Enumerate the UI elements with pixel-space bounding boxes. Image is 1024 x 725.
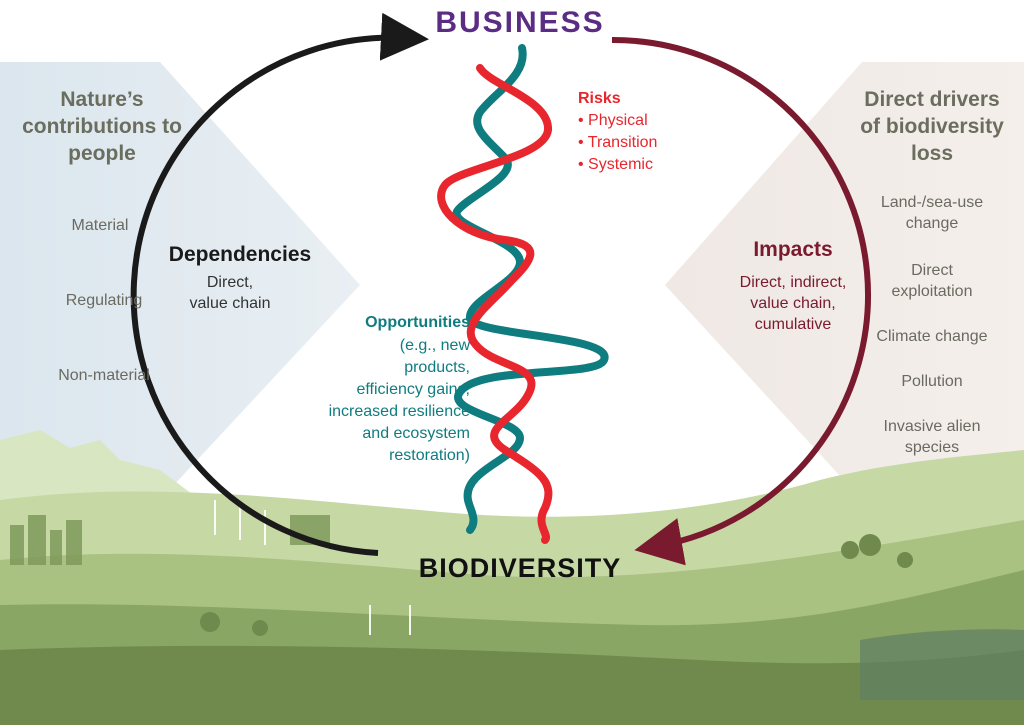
risk-physical: • Physical: [578, 112, 648, 129]
opportunities-subtitle: (e.g., new products, efficiency gains, i…: [250, 335, 470, 467]
dependencies-line: value chain: [189, 295, 271, 312]
impacts-title: Impacts: [753, 238, 833, 261]
helix-red-strand: [437, 64, 553, 544]
risk-transition: • Transition: [578, 134, 658, 151]
opportunities-line: (e.g., new: [399, 337, 470, 354]
left-panel-shape: [0, 62, 360, 500]
opportunities-line: increased resilience: [328, 403, 470, 420]
impacts-line: value chain,: [750, 295, 836, 312]
driver-line: Land-/sea-use: [880, 194, 984, 211]
water: [860, 629, 1024, 700]
driver-line: species: [904, 439, 960, 456]
heading-line: loss: [910, 142, 954, 165]
contribution-non-material: Non-material: [58, 367, 150, 384]
driver-line: change: [905, 215, 959, 232]
direct-drivers-heading: Direct drivers of biodiversity loss: [842, 86, 1022, 167]
helix-teal-strand: [452, 44, 609, 534]
biodiversity-label: BIODIVERSITY: [418, 553, 622, 583]
opportunities-line: restoration): [389, 447, 470, 464]
contribution-regulating: Regulating: [65, 292, 143, 309]
driver-land-sea-use: Land-/sea-use change: [852, 192, 1012, 234]
driver-climate-change: Climate change: [876, 328, 988, 345]
risks-title: Risks: [578, 90, 621, 107]
impact-arrow: [611, 36, 872, 566]
heading-line: people: [68, 142, 136, 165]
opportunities-line: efficiency gains,: [356, 381, 470, 398]
trees: [200, 534, 913, 636]
opportunities-line: and ecosystem: [362, 425, 470, 442]
driver-direct-exploitation: Direct exploitation: [852, 260, 1012, 302]
heading-line: Direct drivers: [864, 88, 1000, 111]
driver-line: Direct: [911, 262, 953, 279]
impacts-subtitle: Direct, indirect, value chain, cumulativ…: [718, 272, 868, 335]
driver-pollution: Pollution: [901, 373, 963, 390]
dependencies-line: Direct,: [206, 274, 254, 291]
land-bottom: [0, 645, 1024, 725]
contribution-material: Material: [71, 217, 129, 234]
dependencies-subtitle: Direct, value chain: [170, 272, 290, 314]
wind-turbines: [214, 500, 411, 635]
heading-line: Nature’s: [60, 88, 144, 111]
nature-contributions-heading: Nature’s contributions to people: [12, 86, 192, 167]
dependencies-title: Dependencies: [168, 243, 312, 266]
driver-line: Invasive alien: [883, 418, 981, 435]
city-silhouette: [10, 515, 330, 565]
impacts-line: cumulative: [754, 316, 832, 333]
risk-systemic: • Systemic: [578, 156, 653, 173]
business-label: BUSINESS: [435, 6, 605, 39]
driver-invasive-species: Invasive alien species: [852, 416, 1012, 458]
right-panel-shape: [665, 62, 1024, 500]
opportunities-line: products,: [404, 359, 470, 376]
impacts-line: Direct, indirect,: [739, 274, 847, 291]
opportunities-title: Opportunities: [365, 314, 470, 331]
heading-line: of biodiversity: [860, 115, 1004, 138]
dependency-arrow: [130, 12, 429, 556]
driver-line: exploitation: [891, 283, 973, 300]
heading-line: contributions to: [22, 115, 182, 138]
